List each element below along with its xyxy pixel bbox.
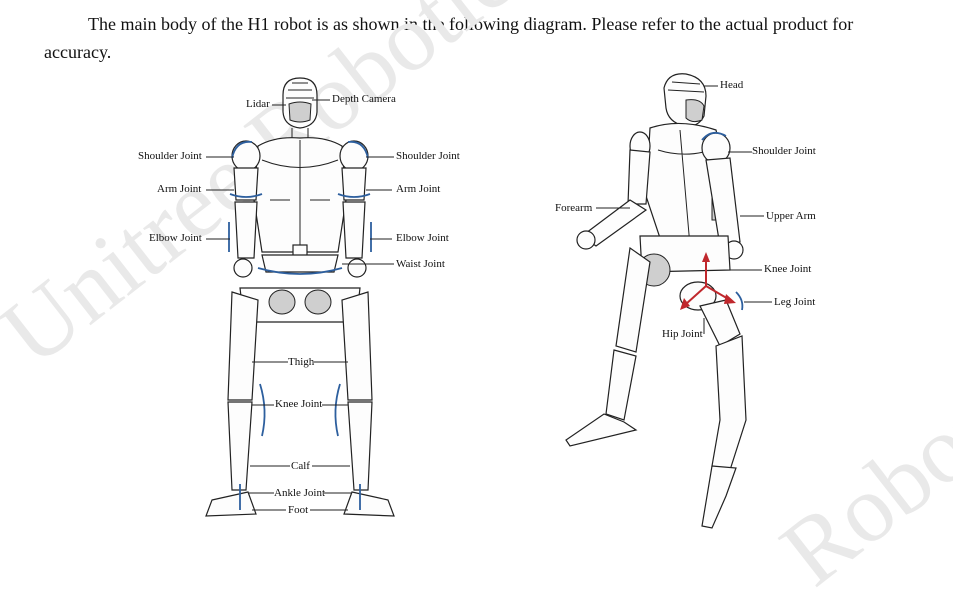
label-ankle-joint: Ankle Joint <box>274 487 326 499</box>
label-foot: Foot <box>288 504 309 516</box>
side-robot-body <box>565 73 747 529</box>
label-elbow-joint-right: Elbow Joint <box>396 232 449 244</box>
label-side-shoulder-joint: Shoulder Joint <box>752 145 816 157</box>
label-arm-joint-left: Arm Joint <box>157 183 202 195</box>
label-leg-joint: Leg Joint <box>774 296 816 308</box>
label-depth-camera: Depth Camera <box>332 93 396 105</box>
label-side-knee-joint: Knee Joint <box>764 263 812 275</box>
label-upper-arm: Upper Arm <box>766 210 816 222</box>
label-shoulder-joint-left: Shoulder Joint <box>138 150 202 162</box>
front-leader-lines <box>206 99 394 511</box>
front-robot-body <box>205 77 395 517</box>
label-forearm: Forearm <box>555 202 593 214</box>
label-shoulder-joint-right: Shoulder Joint <box>396 150 460 162</box>
label-lidar: Lidar <box>246 98 270 110</box>
side-axis-arrows <box>680 252 736 310</box>
side-leader-lines <box>596 85 772 334</box>
label-hip-joint: Hip Joint <box>662 328 703 340</box>
label-thigh: Thigh <box>288 356 315 368</box>
label-knee-joint: Knee Joint <box>275 398 323 410</box>
front-rotation-arrows <box>228 140 372 510</box>
label-head: Head <box>720 79 744 91</box>
intro-paragraph: The main body of the H1 robot is as show… <box>44 14 854 62</box>
side-rotation-arrows <box>701 131 744 311</box>
robot-front-diagram <box>205 77 395 517</box>
label-waist-joint: Waist Joint <box>396 258 445 270</box>
robot-side-diagram <box>565 73 772 529</box>
label-calf: Calf <box>291 460 310 472</box>
label-arm-joint-right: Arm Joint <box>396 183 441 195</box>
label-elbow-joint-left: Elbow Joint <box>149 232 202 244</box>
